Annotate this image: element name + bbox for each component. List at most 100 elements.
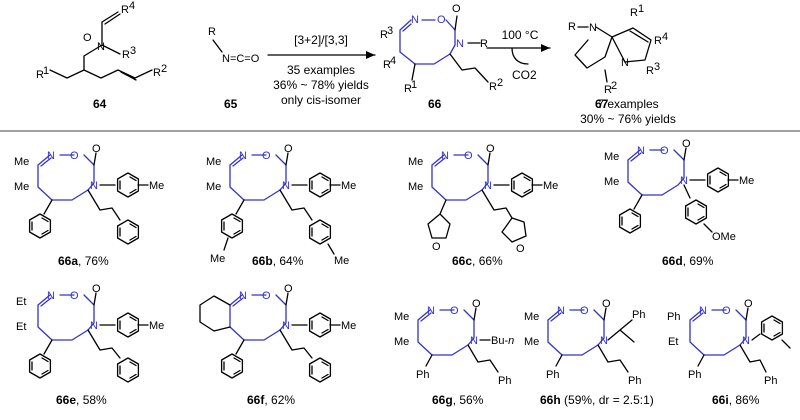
svg-text:Me: Me [524,311,539,323]
arrow1-condition: [3+2]/[3,3] [294,33,348,47]
svg-text:Me: Me [149,320,164,332]
svg-text:Me: Me [149,180,164,192]
product67-caption-1: 7 examples [597,97,658,111]
compound-id: 66h [540,393,561,407]
svg-text:N: N [239,290,247,302]
svg-text:N: N [680,175,688,187]
svg-text:O: O [602,298,611,310]
svg-text:R: R [208,26,216,38]
svg-text:66h (59%, dr = 2.5:1): 66h (59%, dr = 2.5:1) [540,393,654,407]
svg-text:Me: Me [524,336,539,348]
svg-text:Me: Me [206,181,221,193]
compound-yield: 66% [479,254,503,268]
svg-text:R: R [630,7,638,19]
svg-text:N: N [427,305,435,317]
svg-text:N: N [47,150,55,162]
svg-text:O: O [284,283,293,295]
svg-text:R: R [646,65,654,77]
svg-text:4: 4 [390,55,396,67]
label-64: 64 [93,97,107,111]
compound-yield: 86% [735,393,759,407]
svg-text:N: N [557,305,565,317]
svg-text:Me: Me [408,156,423,168]
svg-text:R: R [489,81,497,93]
svg-text:R: R [380,29,388,41]
svg-text:O: O [682,138,691,150]
svg-text:N: N [97,41,105,53]
svg-text:4: 4 [662,31,668,43]
svg-text:Ph: Ph [764,375,777,387]
compound-yield: 64% [279,254,303,268]
compound-yield: 58% [83,393,107,407]
svg-text:N=C=O: N=C=O [222,53,260,65]
svg-text:3: 3 [387,25,393,37]
svg-text:66a, 76%: 66a, 76% [58,254,109,268]
svg-text:R: R [404,83,412,95]
svg-text:Ph: Ph [632,309,645,321]
svg-text:3: 3 [654,61,660,73]
svg-text:R: R [480,38,488,50]
svg-text:R: R [36,69,44,81]
svg-text:O: O [437,14,446,26]
svg-text:1: 1 [411,79,417,91]
svg-text:Ph: Ph [546,369,559,381]
compound-yield: (59%, dr = 2.5:1) [564,393,654,407]
svg-text:Me: Me [341,180,356,192]
svg-text:N: N [742,335,750,347]
svg-text:R: R [122,49,130,61]
compound-yield: 76% [85,254,109,268]
svg-text:R: R [121,4,129,16]
svg-text:Me: Me [604,176,619,188]
compound-id: 66g [432,393,453,407]
svg-text:2: 2 [161,63,167,75]
svg-text:Me: Me [394,336,409,348]
label-66: 66 [428,97,442,111]
svg-text:N: N [282,320,290,332]
svg-text:R: R [604,84,612,96]
svg-text:R: R [568,21,576,33]
compound-yield: 56% [459,393,483,407]
svg-text:O: O [452,3,461,15]
svg-text:Me: Me [334,255,349,267]
svg-text:Me: Me [739,175,754,187]
svg-text:N: N [456,38,464,50]
svg-text:Ph: Ph [688,369,701,381]
svg-text:Ph: Ph [667,311,680,323]
svg-text:O: O [722,305,731,317]
svg-text:Me: Me [341,320,356,332]
svg-text:Ph: Ph [416,369,429,381]
svg-text:O: O [486,143,495,155]
svg-text:N: N [600,335,608,347]
svg-text:Et: Et [668,336,678,348]
svg-text:OMe: OMe [712,231,736,243]
reagent-65: R N=C=O 65 [208,26,260,111]
svg-text:66i, 86%: 66i, 86% [712,393,760,407]
svg-text:Me: Me [206,156,221,168]
svg-text:N: N [90,320,98,332]
svg-text:O: O [660,145,669,157]
svg-text:66e, 58%: 66e, 58% [56,393,107,407]
svg-text:R: R [654,35,662,47]
arrow1-line2: 36% ~ 78% yields [273,78,369,92]
svg-text:N: N [441,150,449,162]
svg-text:Ph: Ph [498,375,511,387]
svg-text:Me: Me [604,151,619,163]
svg-text:N: N [239,150,247,162]
svg-text:N: N [484,180,492,192]
svg-text:66d, 69%: 66d, 69% [662,254,714,268]
label-67: 67 [595,97,609,111]
compound-yield: 62% [271,393,295,407]
arrow1-line3: only cis-isomer [281,93,361,107]
svg-text:R: R [383,59,391,71]
svg-text:N: N [282,180,290,192]
compound-id: 66i [712,393,729,407]
compound-yield: 69% [689,254,713,268]
compound-id: 66a [58,254,78,268]
svg-text:O: O [516,243,525,255]
svg-text:R: R [153,67,161,79]
